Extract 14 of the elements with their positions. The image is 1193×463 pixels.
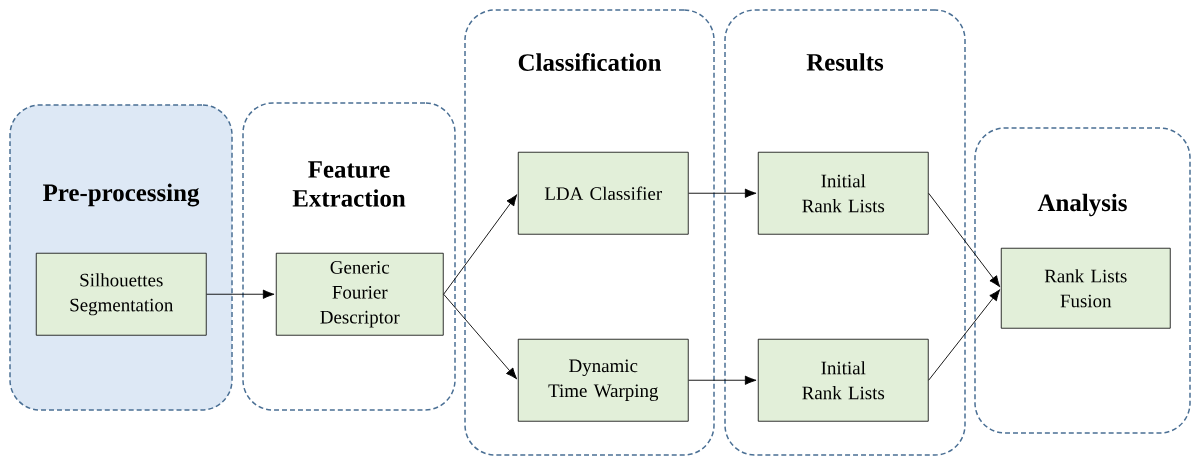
arrow xyxy=(443,194,518,295)
arrow xyxy=(688,375,757,385)
process-box: Rank Lists Fusion xyxy=(1000,247,1171,329)
arrow xyxy=(688,188,757,198)
arrow xyxy=(206,289,275,299)
arrow xyxy=(928,192,1001,288)
process-box: Initial Rank Lists xyxy=(757,151,929,235)
arrow xyxy=(928,289,1001,381)
process-box: Initial Rank Lists xyxy=(757,338,929,422)
process-box: Generic Fourier Descriptor xyxy=(275,252,444,336)
process-box: Silhouettes Segmentation xyxy=(35,252,207,336)
process-box: Dynamic Time Warping xyxy=(517,338,689,422)
process-box: LDA Classifier xyxy=(517,151,689,235)
arrow xyxy=(443,293,518,380)
